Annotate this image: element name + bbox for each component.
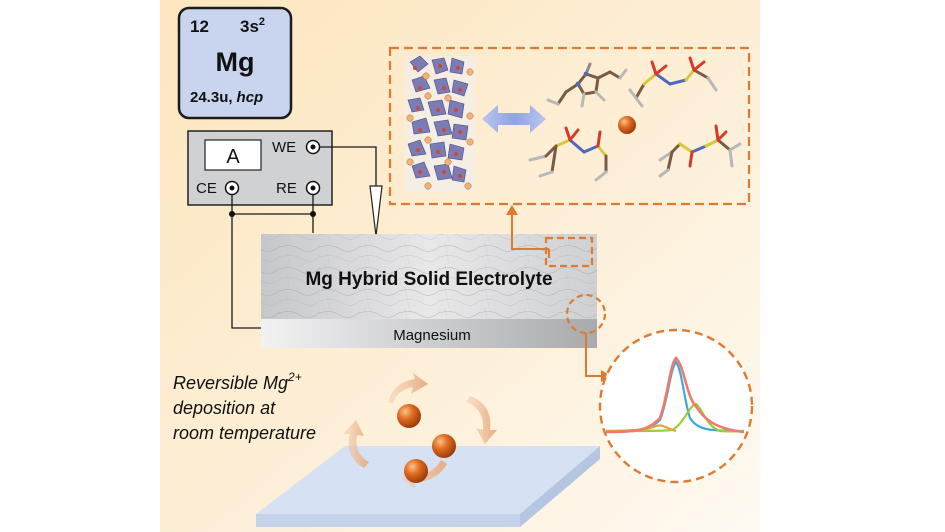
mg-ion-sphere-icon: [432, 434, 456, 458]
caption-line2: deposition at: [173, 398, 276, 418]
zoom-marker-structure: [544, 236, 594, 268]
ce-label: CE: [196, 180, 217, 197]
potentiostat: A WE CE RE: [187, 130, 333, 206]
element-mass: 24.3u,hcp: [190, 89, 263, 106]
electrolyte-slab: Mg Hybrid Solid Electrolyte: [261, 234, 597, 319]
spectrum-peak-icon: [605, 356, 745, 434]
mg-ion-sphere-icon: [404, 459, 428, 483]
ionic-liquid-cation-icon: [546, 62, 628, 108]
electrolyte-label: Mg Hybrid Solid Electrolyte: [305, 269, 552, 290]
substrate-layer: Magnesium: [261, 319, 597, 348]
zoom-marker-spectrum: [565, 293, 607, 335]
ammeter-label: A: [226, 146, 240, 168]
tfsi-anion-icon: [628, 56, 718, 108]
tfsi-anion-icon: [658, 124, 742, 178]
caption-line1: Reversible Mg2+: [173, 370, 302, 393]
element-card-icon: 12 3s2 Mg 24.3u,hcp: [177, 6, 293, 120]
working-electrode-probe: [369, 185, 383, 237]
tfsi-anion-icon: [528, 126, 608, 182]
we-label: WE: [272, 139, 296, 156]
circuit-wires: [231, 146, 377, 329]
caption-line3: room temperature: [173, 423, 316, 443]
structure-panel: [388, 46, 751, 206]
crystal-structure-icon: [405, 55, 475, 192]
caption: Reversible Mg2+ deposition at room tempe…: [173, 370, 316, 443]
atomic-number: 12: [190, 17, 209, 36]
mg-ion-sphere-icon: [618, 116, 636, 134]
substrate-label: Magnesium: [393, 327, 471, 344]
spectrum-panel: [598, 328, 754, 484]
re-label: RE: [276, 180, 297, 197]
ammeter-display: [204, 139, 262, 171]
mg-ion-sphere-icon: [397, 404, 421, 428]
element-symbol: Mg: [216, 47, 255, 77]
exchange-arrow-icon: [482, 105, 546, 133]
electron-config: 3s2: [240, 16, 265, 36]
